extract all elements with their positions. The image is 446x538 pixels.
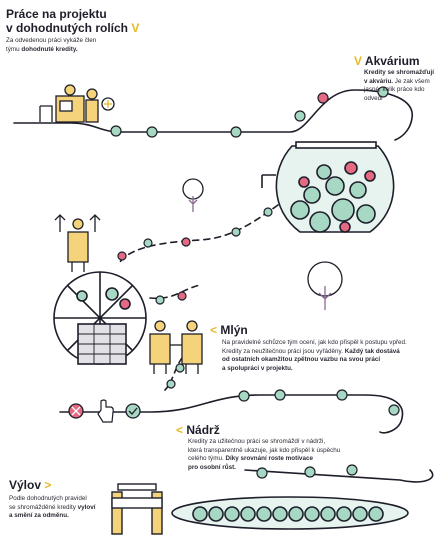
credit-dot (346, 464, 358, 476)
hand-cursor-icon (97, 399, 114, 423)
credit-dot (231, 227, 241, 237)
credit-dot (304, 466, 316, 478)
credit-dot (263, 207, 273, 217)
section-text-mlyn: Na pravidelné schůzce tým ocení, jak kdo… (222, 339, 407, 372)
section-title-prace: Práce na projektu v dohodnutých rolích V (6, 7, 140, 35)
handshake-illustration (149, 320, 203, 374)
tree-icon (182, 178, 204, 212)
aquarium-illustration (261, 141, 395, 233)
credit-dot (317, 92, 329, 104)
section-text-vylov: Podle dohodnutých pravidel se shromážděn… (9, 495, 96, 520)
chevron-left-icon: < (210, 323, 218, 337)
credit-dot (110, 125, 122, 137)
chevron-right-icon: > (44, 478, 52, 492)
section-text-prace: Za odvedenou práci vykáže člen týmu doho… (6, 37, 97, 53)
section-title-akvarium: V Akvárium (354, 54, 420, 68)
section-title-nadrz: < Nádrž (176, 423, 220, 437)
credit-dot (256, 467, 268, 479)
chevron-left-icon: < (176, 423, 184, 437)
credit-dot (143, 238, 153, 248)
credit-dot (181, 237, 191, 247)
flow-path-evaluation (59, 394, 404, 434)
section-text-akvarium: Kredity se shromažďují v akváriu. Je zak… (364, 69, 434, 102)
credit-dot (230, 126, 242, 138)
flow-path-top (13, 89, 413, 141)
credit-dot (294, 110, 306, 122)
flow-path-aquarium-mill (119, 204, 279, 263)
credit-dot (377, 86, 389, 98)
section-text-nadrz: Kredity za užitečnou práci se shromáždí … (188, 438, 341, 471)
credit-dot (388, 404, 400, 416)
credit-dot (336, 389, 348, 401)
credit-dot (177, 291, 187, 301)
credit-dot (155, 295, 165, 305)
flow-path-tank (244, 469, 434, 483)
section-title-mlyn: < Mlýn (210, 323, 248, 337)
tank-illustration (171, 496, 409, 530)
chevron-down-icon: V (131, 21, 140, 35)
credit-dot (117, 251, 127, 261)
credit-dot (166, 379, 176, 389)
credit-dot (146, 126, 158, 138)
tree-icon (307, 261, 343, 310)
chevron-down-icon: V (354, 54, 363, 68)
mill-wheel-illustration (53, 271, 147, 365)
workers-illustration (39, 84, 115, 123)
figure-arrows-illustration (54, 214, 101, 272)
credit-dot (238, 390, 250, 402)
section-title-vylov: Výlov > (9, 478, 52, 492)
flow-path-mill-handshake (149, 284, 201, 300)
sluice-gate-illustration (111, 483, 163, 535)
approve-icon (125, 403, 141, 419)
credit-dot (175, 363, 185, 373)
reject-icon (68, 403, 84, 419)
credit-dot (274, 389, 286, 401)
